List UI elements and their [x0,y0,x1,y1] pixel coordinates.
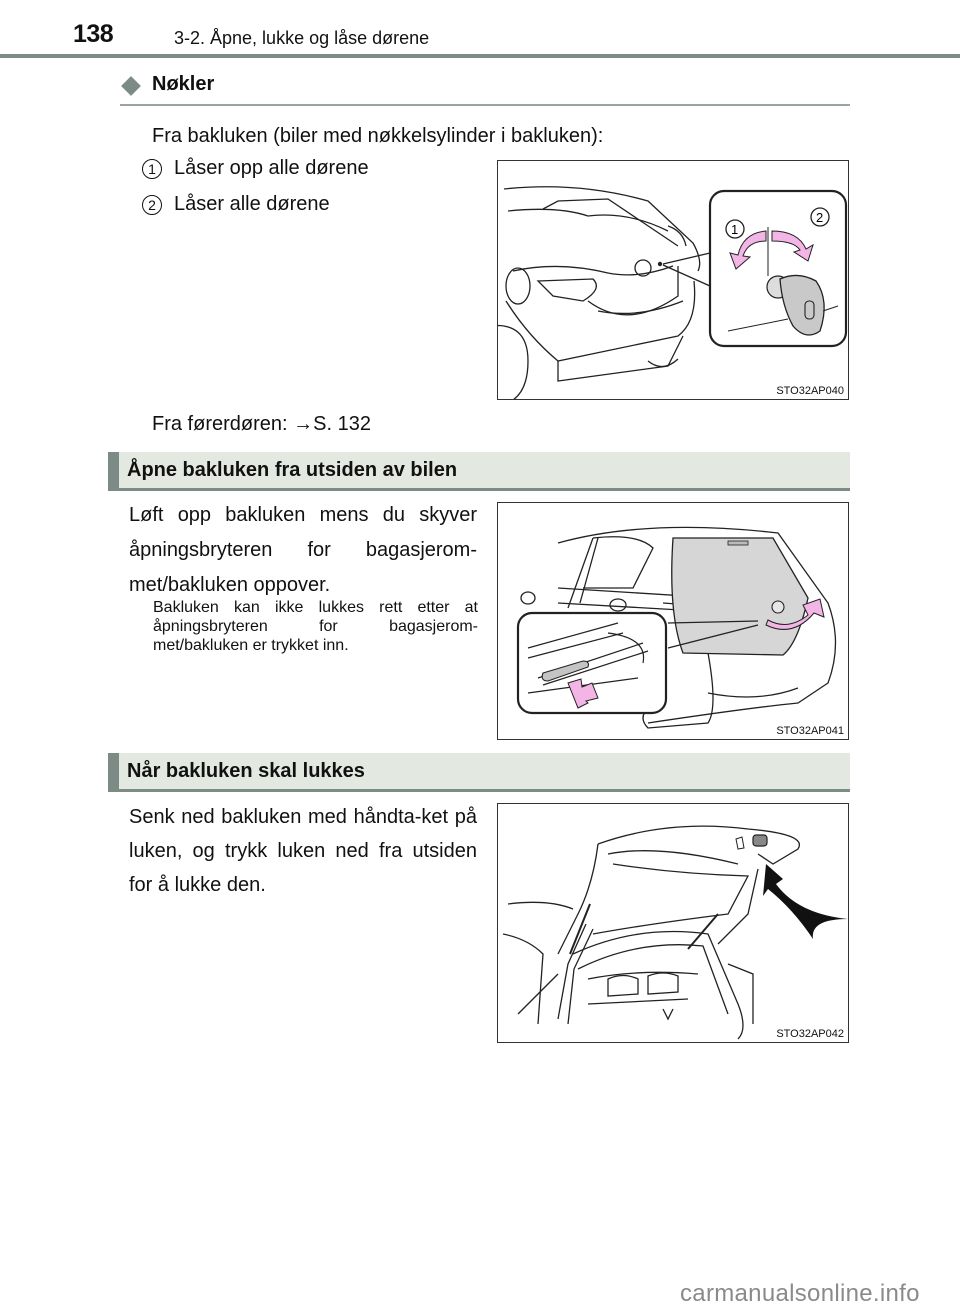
circled-number-icon: 2 [142,194,162,215]
keys-intro: Fra bakluken (biler med nøkkelsylinder i… [152,125,604,147]
watermark: carmanualsonline.info [680,1280,920,1307]
tailgate-close-illustration [502,825,848,1040]
figure-code: STO32AP040 [776,385,844,397]
section-title: Når bakluken skal lukkes [127,760,365,782]
list-item: 1 Låser opp alle dørene [142,157,369,180]
figure-close-tailgate: STO32AP042 [497,803,849,1043]
running-head: 3-2. Åpne, lukke og låse dørene [174,28,430,48]
sub-heading-rule [120,104,850,106]
section-title: Åpne bakluken fra utsiden av bilen [127,459,458,481]
section-accent-bar [108,753,119,789]
circled-number-icon: 1 [142,158,162,179]
list-item-label: Låser opp alle dørene [174,157,369,179]
car-rear-key-illustration: 1 2 [498,186,848,399]
figure-open-tailgate: STO32AP041 [497,502,849,740]
close-instructions: Senk ned bakluken med håndta-ket på luke… [129,806,477,896]
section-header-open: Åpne bakluken fra utsiden av bilen [108,452,850,491]
svg-text:2: 2 [816,210,823,225]
figure-code: STO32AP042 [776,1028,844,1040]
list-item-label: Låser alle dørene [174,193,330,215]
driver-door-reference[interactable]: Fra førerdøren: →S. 132 [152,413,371,435]
page-number: 138 [73,20,114,48]
figure-key-cylinder: 1 2 STO32AP040 [497,160,849,400]
header-rule [0,54,960,58]
list-item: 2 Låser alle dørene [142,193,330,216]
section-header-close: Når bakluken skal lukkes [108,753,850,792]
diamond-bullet-icon [121,76,141,96]
tailgate-open-illustration [516,526,837,729]
svg-text:1: 1 [731,222,738,237]
section-accent-bar [108,452,119,488]
open-instructions: Løft opp bakluken mens du skyver åpnings… [129,504,477,596]
open-note: Bakluken kan ikke lukkes rett etter at å… [153,599,478,654]
sub-heading-keys: Nøkler [152,73,215,95]
figure-code: STO32AP041 [776,725,844,737]
